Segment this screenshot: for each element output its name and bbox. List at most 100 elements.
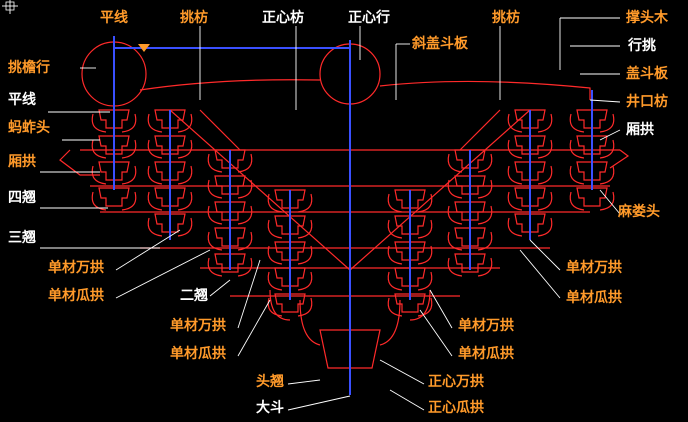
leader-line — [237, 259, 261, 329]
label-dancai-guagong-r2: 单材瓜拱 — [458, 345, 514, 362]
bracket-block — [394, 241, 426, 261]
label-zhengxinheng: 正心行 — [348, 9, 390, 26]
label-xiegaidouban: 斜盖斗板 — [411, 35, 469, 52]
bracket-block — [394, 293, 426, 313]
bracket-arm — [267, 297, 313, 317]
bracket-arm — [387, 193, 433, 213]
bracket-arm — [91, 139, 137, 159]
bracket-block — [514, 109, 546, 129]
leader-line — [389, 389, 425, 411]
bracket-block — [454, 227, 486, 247]
label-tiaofang-right: 挑枋 — [492, 9, 520, 26]
leader-line — [115, 249, 211, 299]
label-pingxian-left: 平线 — [8, 91, 36, 108]
ucs-icon — [2, 0, 18, 14]
leader-line — [519, 249, 561, 299]
label-dadou: 大斗 — [256, 399, 284, 416]
bracket-block — [214, 201, 246, 221]
bracket-arm — [147, 191, 193, 211]
label-xianggong-right: 厢拱 — [626, 121, 654, 138]
bracket-block — [394, 215, 426, 235]
bracket-arm — [267, 219, 313, 239]
leader-line — [209, 279, 231, 297]
bracket-block — [454, 175, 486, 195]
bracket-arm — [91, 113, 137, 133]
label-sanqiao: 三翘 — [8, 230, 36, 246]
bracket-block — [154, 161, 186, 181]
bracket-arm — [507, 113, 553, 133]
label-hangtiao: 行挑 — [627, 37, 656, 54]
dadou-block — [269, 289, 431, 369]
bracket-block — [514, 187, 546, 207]
bracket-arm — [207, 257, 253, 277]
bracket-arm — [447, 257, 493, 277]
bracket-arm — [569, 191, 615, 211]
bracket-block — [576, 161, 608, 181]
bracket-arm — [447, 231, 493, 251]
bracket-block — [394, 267, 426, 287]
label-siqiao: 四翘 — [8, 190, 36, 206]
leader-line — [287, 379, 321, 385]
bracket-arm — [91, 165, 137, 185]
bracket-arm — [569, 139, 615, 159]
bracket-arm — [569, 113, 615, 133]
bracket-block — [274, 189, 306, 209]
bracket-arm — [207, 205, 253, 225]
bracket-block — [274, 215, 306, 235]
bracket-block — [576, 187, 608, 207]
bracket-block — [214, 149, 246, 169]
leader-line — [429, 289, 453, 329]
bracket-arm — [267, 245, 313, 265]
bracket-arm — [569, 165, 615, 185]
bracket-block — [514, 213, 546, 233]
bracket-block — [576, 135, 608, 155]
bracket-block — [214, 253, 246, 273]
label-chengtoumu: 撑头木 — [626, 9, 669, 26]
bracket-arm — [387, 297, 433, 317]
bracket-arm — [387, 219, 433, 239]
bracket-block — [454, 201, 486, 221]
leader-line — [379, 359, 425, 385]
leader-lines — [40, 17, 621, 411]
bracket-stacks — [91, 109, 615, 317]
leader-line — [237, 299, 271, 357]
bracket-block — [214, 227, 246, 247]
label-dancai-guagong-l2: 单材瓜拱 — [170, 345, 226, 362]
bracket-arm — [387, 245, 433, 265]
label-madoutou: 麻娄头 — [617, 203, 660, 220]
bracket-block — [394, 189, 426, 209]
label-dancai-guagong-l1: 单材瓜拱 — [48, 287, 104, 304]
leader-line — [419, 309, 453, 357]
bracket-arm — [387, 271, 433, 291]
label-xianggong-left: 厢拱 — [8, 153, 36, 170]
bracket-block — [454, 149, 486, 169]
bracket-block — [514, 161, 546, 181]
label-zhengxin-guagong: 正心瓜拱 — [428, 399, 484, 416]
diagonal-boards — [169, 109, 531, 271]
bracket-block — [576, 109, 608, 129]
label-jingkoufang: 井口枋 — [626, 93, 668, 110]
bracket-arm — [447, 179, 493, 199]
bracket-arm — [207, 179, 253, 199]
bracket-arm — [507, 165, 553, 185]
label-zhengxinfang: 正心枋 — [262, 9, 304, 26]
label-touqiao: 头翘 — [256, 373, 284, 390]
bracket-arm — [147, 165, 193, 185]
label-dancai-wangong-l1: 单材万拱 — [48, 259, 104, 276]
bracket-arm — [267, 193, 313, 213]
axis-lines — [113, 36, 593, 395]
bracket-block — [98, 109, 130, 129]
label-tiaofang-left: 挑枋 — [180, 9, 208, 26]
label-erqiao: 二翘 — [180, 288, 208, 304]
leader-line — [589, 99, 621, 103]
bracket-arm — [447, 153, 493, 173]
bracket-arm — [507, 191, 553, 211]
label-dancai-guagong-r1: 单材瓜拱 — [566, 289, 622, 306]
level-marker — [138, 44, 150, 52]
bracket-arm — [207, 153, 253, 173]
leader-line — [529, 239, 561, 271]
bracket-block — [154, 109, 186, 129]
bracket-block — [154, 187, 186, 207]
leader-line — [287, 395, 351, 411]
